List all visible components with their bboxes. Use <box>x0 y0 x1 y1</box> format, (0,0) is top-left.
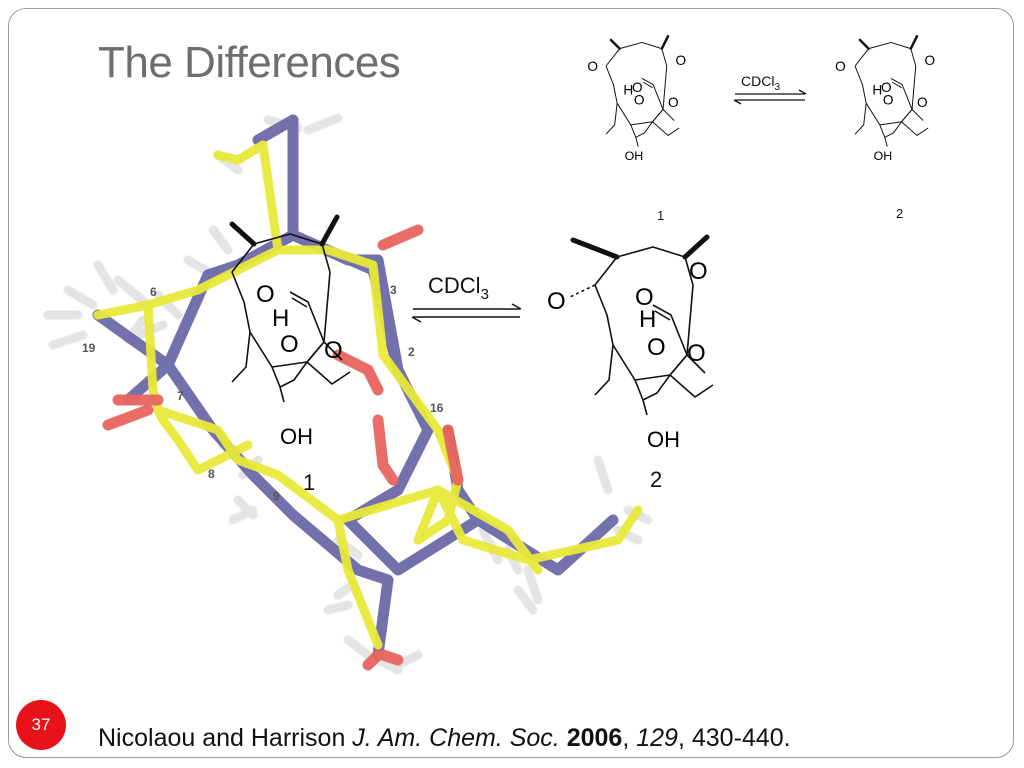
citation-journal: J. Am. Chem. Soc. <box>352 724 560 752</box>
page-number-badge: 37 <box>16 700 66 750</box>
citation-separator: , <box>622 724 637 752</box>
svg-text:OH: OH <box>874 149 893 163</box>
large-structure-2: O O O H O O OH <box>547 234 714 452</box>
atom-label-16: 16 <box>430 401 444 415</box>
yellow-conformer <box>93 140 643 650</box>
large-reagent-label: CDCl3 <box>428 273 489 303</box>
small-structure-1: O O O O H O OH <box>587 34 686 163</box>
citation: Nicolaou and Harrison J. Am. Chem. Soc. … <box>98 724 791 753</box>
small-compound-label-1: 1 <box>657 208 664 223</box>
svg-text:O: O <box>883 92 894 107</box>
svg-text:O: O <box>587 59 598 74</box>
svg-text:H: H <box>872 83 882 98</box>
svg-text:O: O <box>924 53 935 68</box>
atom-label-9: 9 <box>273 489 280 503</box>
svg-text:O: O <box>835 59 846 74</box>
atom-label-3: 3 <box>390 283 397 297</box>
svg-text:O: O <box>917 95 928 110</box>
svg-text:O: O <box>647 334 666 361</box>
citation-pages: , 430-440. <box>677 724 791 752</box>
svg-text:O: O <box>256 281 275 308</box>
atom-label-7: 7 <box>177 389 184 403</box>
svg-text:OH: OH <box>647 427 680 452</box>
svg-text:OH: OH <box>280 424 313 449</box>
large-equilibrium-arrows <box>411 303 522 323</box>
svg-text:H: H <box>623 83 633 98</box>
svg-text:O: O <box>668 95 679 110</box>
slide-title: The Differences <box>98 38 401 87</box>
citation-authors: Nicolaou and Harrison <box>98 724 353 752</box>
citation-volume: 129 <box>636 724 678 752</box>
svg-text:O: O <box>634 92 645 107</box>
atom-label-6: 6 <box>150 285 157 299</box>
svg-text:O: O <box>689 258 708 285</box>
svg-text:O: O <box>632 80 643 95</box>
small-equilibrium-arrows <box>733 89 807 105</box>
svg-text:H: H <box>272 305 289 332</box>
svg-text:O: O <box>635 284 654 311</box>
small-reagent-label: CDCl3 <box>741 73 780 93</box>
overlay-3d-model: 6 19 7 8 9 3 2 16 <box>43 113 653 675</box>
citation-year: 2006 <box>566 724 623 752</box>
svg-text:OH: OH <box>625 149 644 163</box>
svg-text:O: O <box>675 53 686 68</box>
small-structure-2: O O O O H O OH <box>835 34 935 163</box>
large-compound-label-1: 1 <box>303 470 315 495</box>
svg-text:O: O <box>547 288 566 315</box>
large-structure-1: O H O O OH <box>229 214 351 449</box>
oxygen-sticks <box>102 224 464 671</box>
svg-text:O: O <box>280 331 299 358</box>
atom-label-19: 19 <box>82 341 96 355</box>
svg-text:O: O <box>687 340 706 367</box>
atom-label-8: 8 <box>208 467 215 481</box>
atom-label-2: 2 <box>408 345 415 359</box>
svg-text:H: H <box>639 306 656 333</box>
atom-number-labels: 6 19 7 8 9 3 2 16 <box>82 283 444 503</box>
large-compound-label-2: 2 <box>650 467 662 492</box>
small-compound-label-2: 2 <box>896 206 903 221</box>
svg-text:O: O <box>324 337 343 364</box>
svg-text:O: O <box>881 80 892 95</box>
